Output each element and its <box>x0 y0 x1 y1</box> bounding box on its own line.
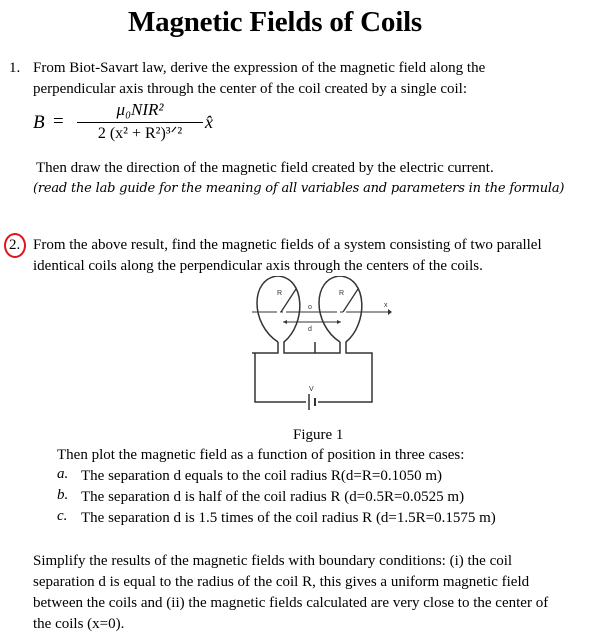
formula-fraction: μ₀NIR² 2 (x² + R²)³ᐟ² <box>77 100 203 144</box>
case-a-label: a. <box>57 466 69 482</box>
q1-note: (read the lab guide for the meaning of a… <box>33 181 565 196</box>
case-b-label: b. <box>57 487 69 503</box>
q2-line2: identical coils along the perpendicular … <box>33 258 483 274</box>
q2-number: 2. <box>9 237 21 253</box>
formula-lhs: B <box>33 112 45 133</box>
origin-label: o <box>308 304 312 311</box>
radius-label-left: R <box>277 290 282 297</box>
case-c-label: c. <box>57 508 68 524</box>
simplify-line1: Simplify the results of the magnetic fie… <box>33 553 513 569</box>
case-b-text: The separation d is half of the coil rad… <box>81 489 465 505</box>
formula-equals: = <box>53 111 64 132</box>
figure-caption: Figure 1 <box>293 427 344 443</box>
formula-numerator: μ₀NIR² <box>116 100 164 119</box>
formula-unit-vector: x̂ <box>205 112 213 132</box>
red-circle-annotation <box>4 233 26 258</box>
case-c-text: The separation d is 1.5 times of the coi… <box>81 510 496 526</box>
q1-number: 1. <box>9 60 21 76</box>
fraction-bar <box>77 122 203 123</box>
coil-circuit-diagram: R R o x d V <box>252 276 392 410</box>
case-a-text: The separation d equals to the coil radi… <box>81 468 443 484</box>
separation-label: d <box>308 326 312 333</box>
voltage-label: V <box>309 386 314 393</box>
q1-line2: perpendicular axis through the center of… <box>33 81 467 97</box>
left-coil <box>256 276 316 354</box>
plot-intro: Then plot the magnetic field as a functi… <box>57 447 465 463</box>
simplify-line3: between the coils and (ii) the magnetic … <box>33 595 549 611</box>
radius-label-right: R <box>339 290 344 297</box>
q2-line1: From the above result, find the magnetic… <box>33 237 542 253</box>
page-title: Magnetic Fields of Coils <box>127 6 423 38</box>
axis-label: x <box>384 302 388 309</box>
formula-denominator: 2 (x² + R²)³ᐟ² <box>97 125 183 142</box>
q1-line1: From Biot-Savart law, derive the express… <box>33 60 486 76</box>
simplify-line2: separation d is equal to the radius of t… <box>33 574 530 590</box>
right-coil <box>254 276 373 403</box>
simplify-line4: the coils (x=0). <box>33 616 125 632</box>
q1-line3: Then draw the direction of the magnetic … <box>36 160 494 176</box>
